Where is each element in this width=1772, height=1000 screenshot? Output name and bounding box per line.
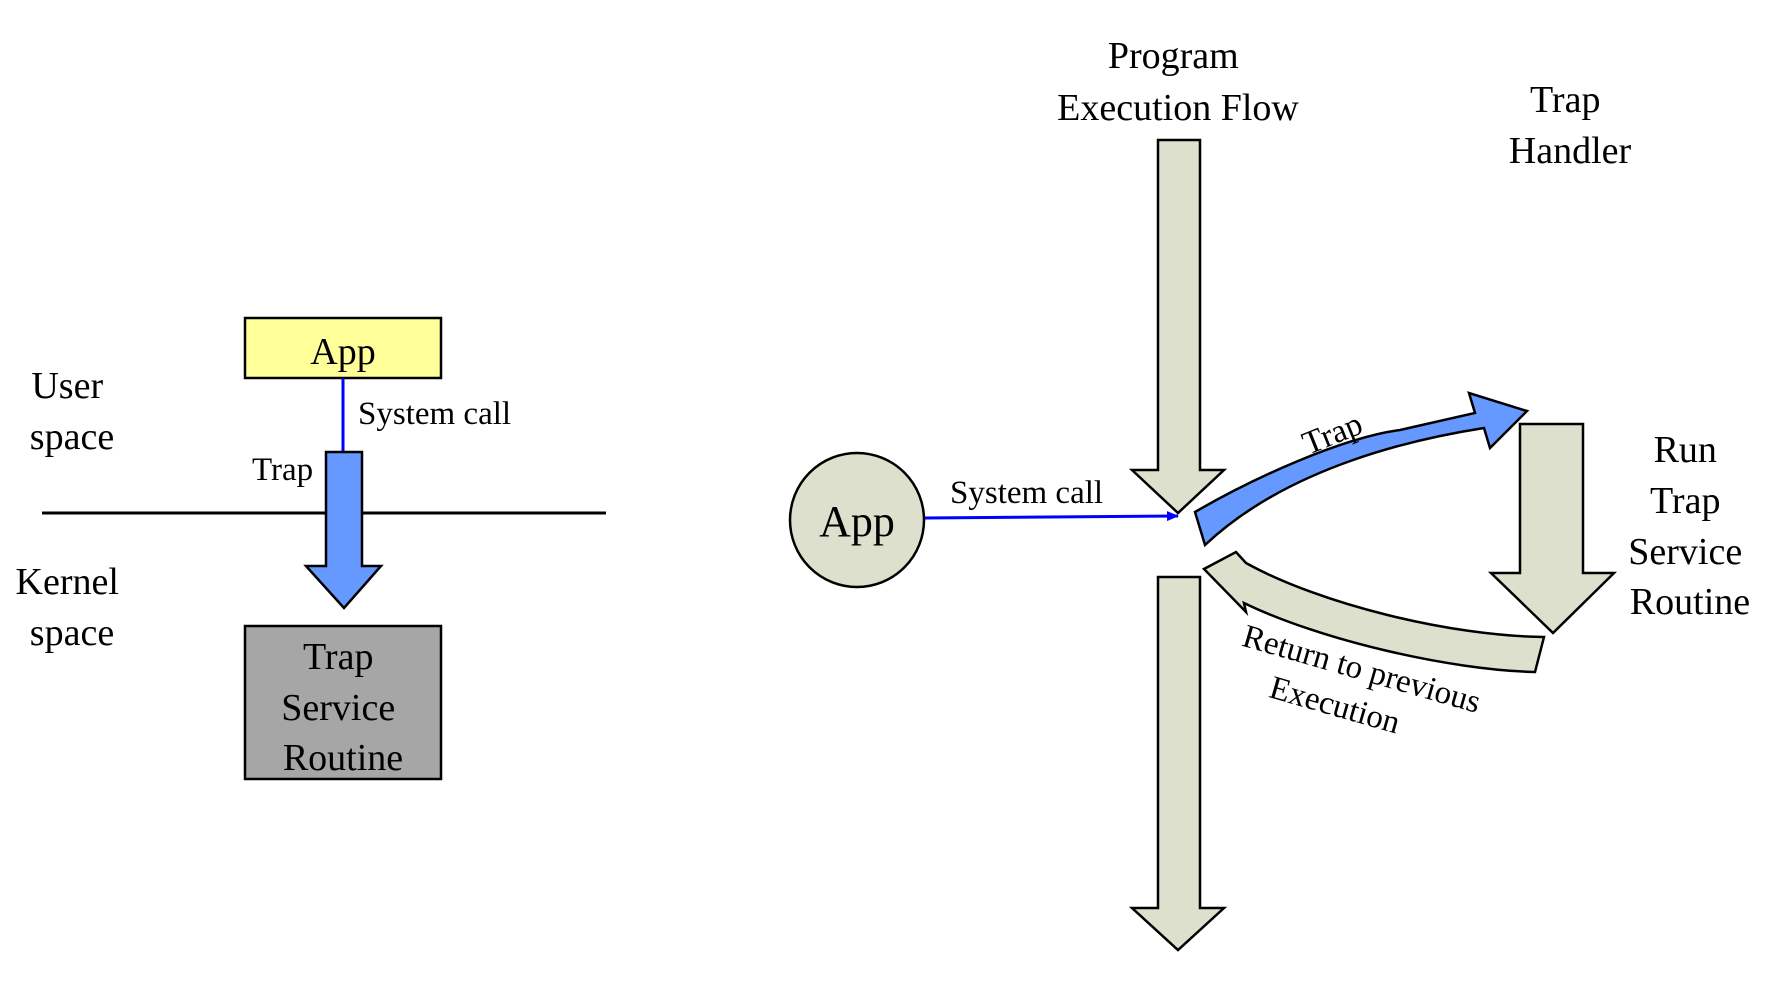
run-trap-service-routine-label: Run Trap Service Routine xyxy=(1628,429,1751,623)
trap-label: Trap xyxy=(252,452,313,488)
system-call-arrow xyxy=(924,511,1179,522)
return-arrow-shape xyxy=(1201,550,1546,674)
kernel-space-label: Kernel space xyxy=(16,561,129,654)
left-diagram: App System call Trap User space Kernel s… xyxy=(16,316,606,781)
program-flow-arrow-bottom xyxy=(1128,575,1228,952)
program-execution-flow-label: Program Execution Flow xyxy=(1057,35,1299,129)
app-circle-label: App xyxy=(819,497,895,546)
user-space-label: User space xyxy=(30,365,114,458)
run-routine-arrow xyxy=(1487,422,1618,635)
system-call-label-right: System call xyxy=(950,475,1103,511)
trap-service-routine-box xyxy=(243,624,443,781)
trap-service-routine-label: Trap Service Routine xyxy=(281,636,404,779)
trap-arrow xyxy=(303,450,384,610)
trap-curved-arrow xyxy=(1193,391,1530,548)
right-diagram: Program Execution Flow Trap Handler App … xyxy=(788,35,1751,952)
app-box-label: App xyxy=(310,331,375,373)
program-flow-arrow-top xyxy=(1128,138,1228,515)
trap-handler-label: Trap Handler xyxy=(1509,79,1632,172)
system-call-label: System call xyxy=(358,396,511,432)
app-circle xyxy=(788,451,926,589)
